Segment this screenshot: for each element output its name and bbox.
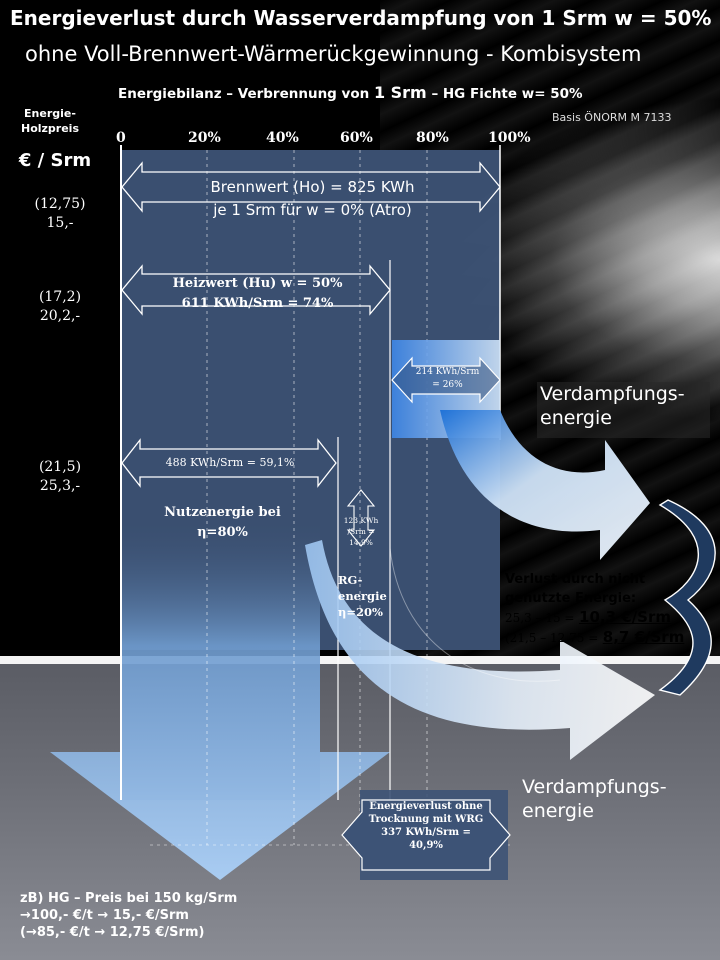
verdampfung-curve-top (440, 410, 650, 560)
brennwert-arrow (121, 161, 501, 213)
bilanz-prefix: Energiebilanz – Verbrennung von (118, 86, 370, 102)
basis-label: Basis ÖNORM M 7133 (552, 111, 672, 124)
unit-label: € / Srm (18, 150, 92, 171)
scale-tick-40: 40% (266, 130, 299, 146)
page-title: Energieverlust durch Wasserverdampfung v… (10, 6, 712, 30)
rg-value: 123 KWh /Srm = 14,9% (343, 516, 379, 547)
nutzenergie-down-arrow (50, 520, 390, 880)
bilanz-heading: Energiebilanz – Verbrennung von 1 Srm – … (118, 83, 583, 102)
verlust-note: Verlust durch nicht genutzte Energie: 25… (505, 572, 685, 646)
energieverlust-label: Energieverlust ohne Trocknung mit WRG 33… (368, 801, 484, 851)
bilanz-suffix: – HG Fichte w= 50% (431, 86, 583, 102)
price-entry-3: (21,5) 25,3,- (38, 459, 82, 494)
scale-tick-80: 80% (416, 130, 449, 146)
scale-tick-100: 100% (488, 130, 531, 146)
rg-energie-arrow (346, 489, 376, 547)
verdampfung-value: 214 KWh/Srm = 26% (415, 367, 480, 390)
rg-energie-label: RG- energie η=20% (338, 573, 387, 619)
scale-tick-60: 60% (340, 130, 373, 146)
verdampfung-label-top: Verdampfungs- energie (537, 382, 710, 438)
nutzenergie-arrow (121, 438, 337, 488)
page-subtitle: ohne Voll-Brennwert-Wärmerückgewinnung -… (25, 42, 642, 66)
energie-heading: Energie- Holzpreis (20, 107, 79, 135)
nutzenergie-label: Nutzenergie bei η=80% (164, 505, 281, 540)
heizwert-label: Heizwert (Hu) w = 50% 611 KWh/Srm = 74% (172, 276, 343, 311)
nutzenergie-value: 488 KWh/Srm = 59,1% (165, 456, 295, 469)
price-example-note: zB) HG – Preis bei 150 kg/Srm →100,- €/t… (20, 891, 238, 940)
price-entry-2: (17,2) 20,2,- (38, 289, 82, 324)
price-entry-1: (12,75) 15,- (34, 196, 86, 231)
verdampfung-arrow (391, 356, 501, 404)
verdampfung-label-bottom: Verdampfungs- energie (522, 776, 667, 822)
heizwert-arrow (121, 264, 391, 316)
bilanz-big: 1 Srm (373, 83, 427, 102)
scale-tick-20: 20% (188, 130, 221, 146)
curve-bracket (658, 499, 716, 696)
scale-tick-0: 0 (116, 130, 126, 146)
brennwert-label: Brennwert (Ho) = 825 KWh je 1 Srm für w … (210, 178, 415, 219)
energieverlust-arrow (341, 799, 511, 871)
verdampfung-curve-bottom (305, 540, 655, 760)
